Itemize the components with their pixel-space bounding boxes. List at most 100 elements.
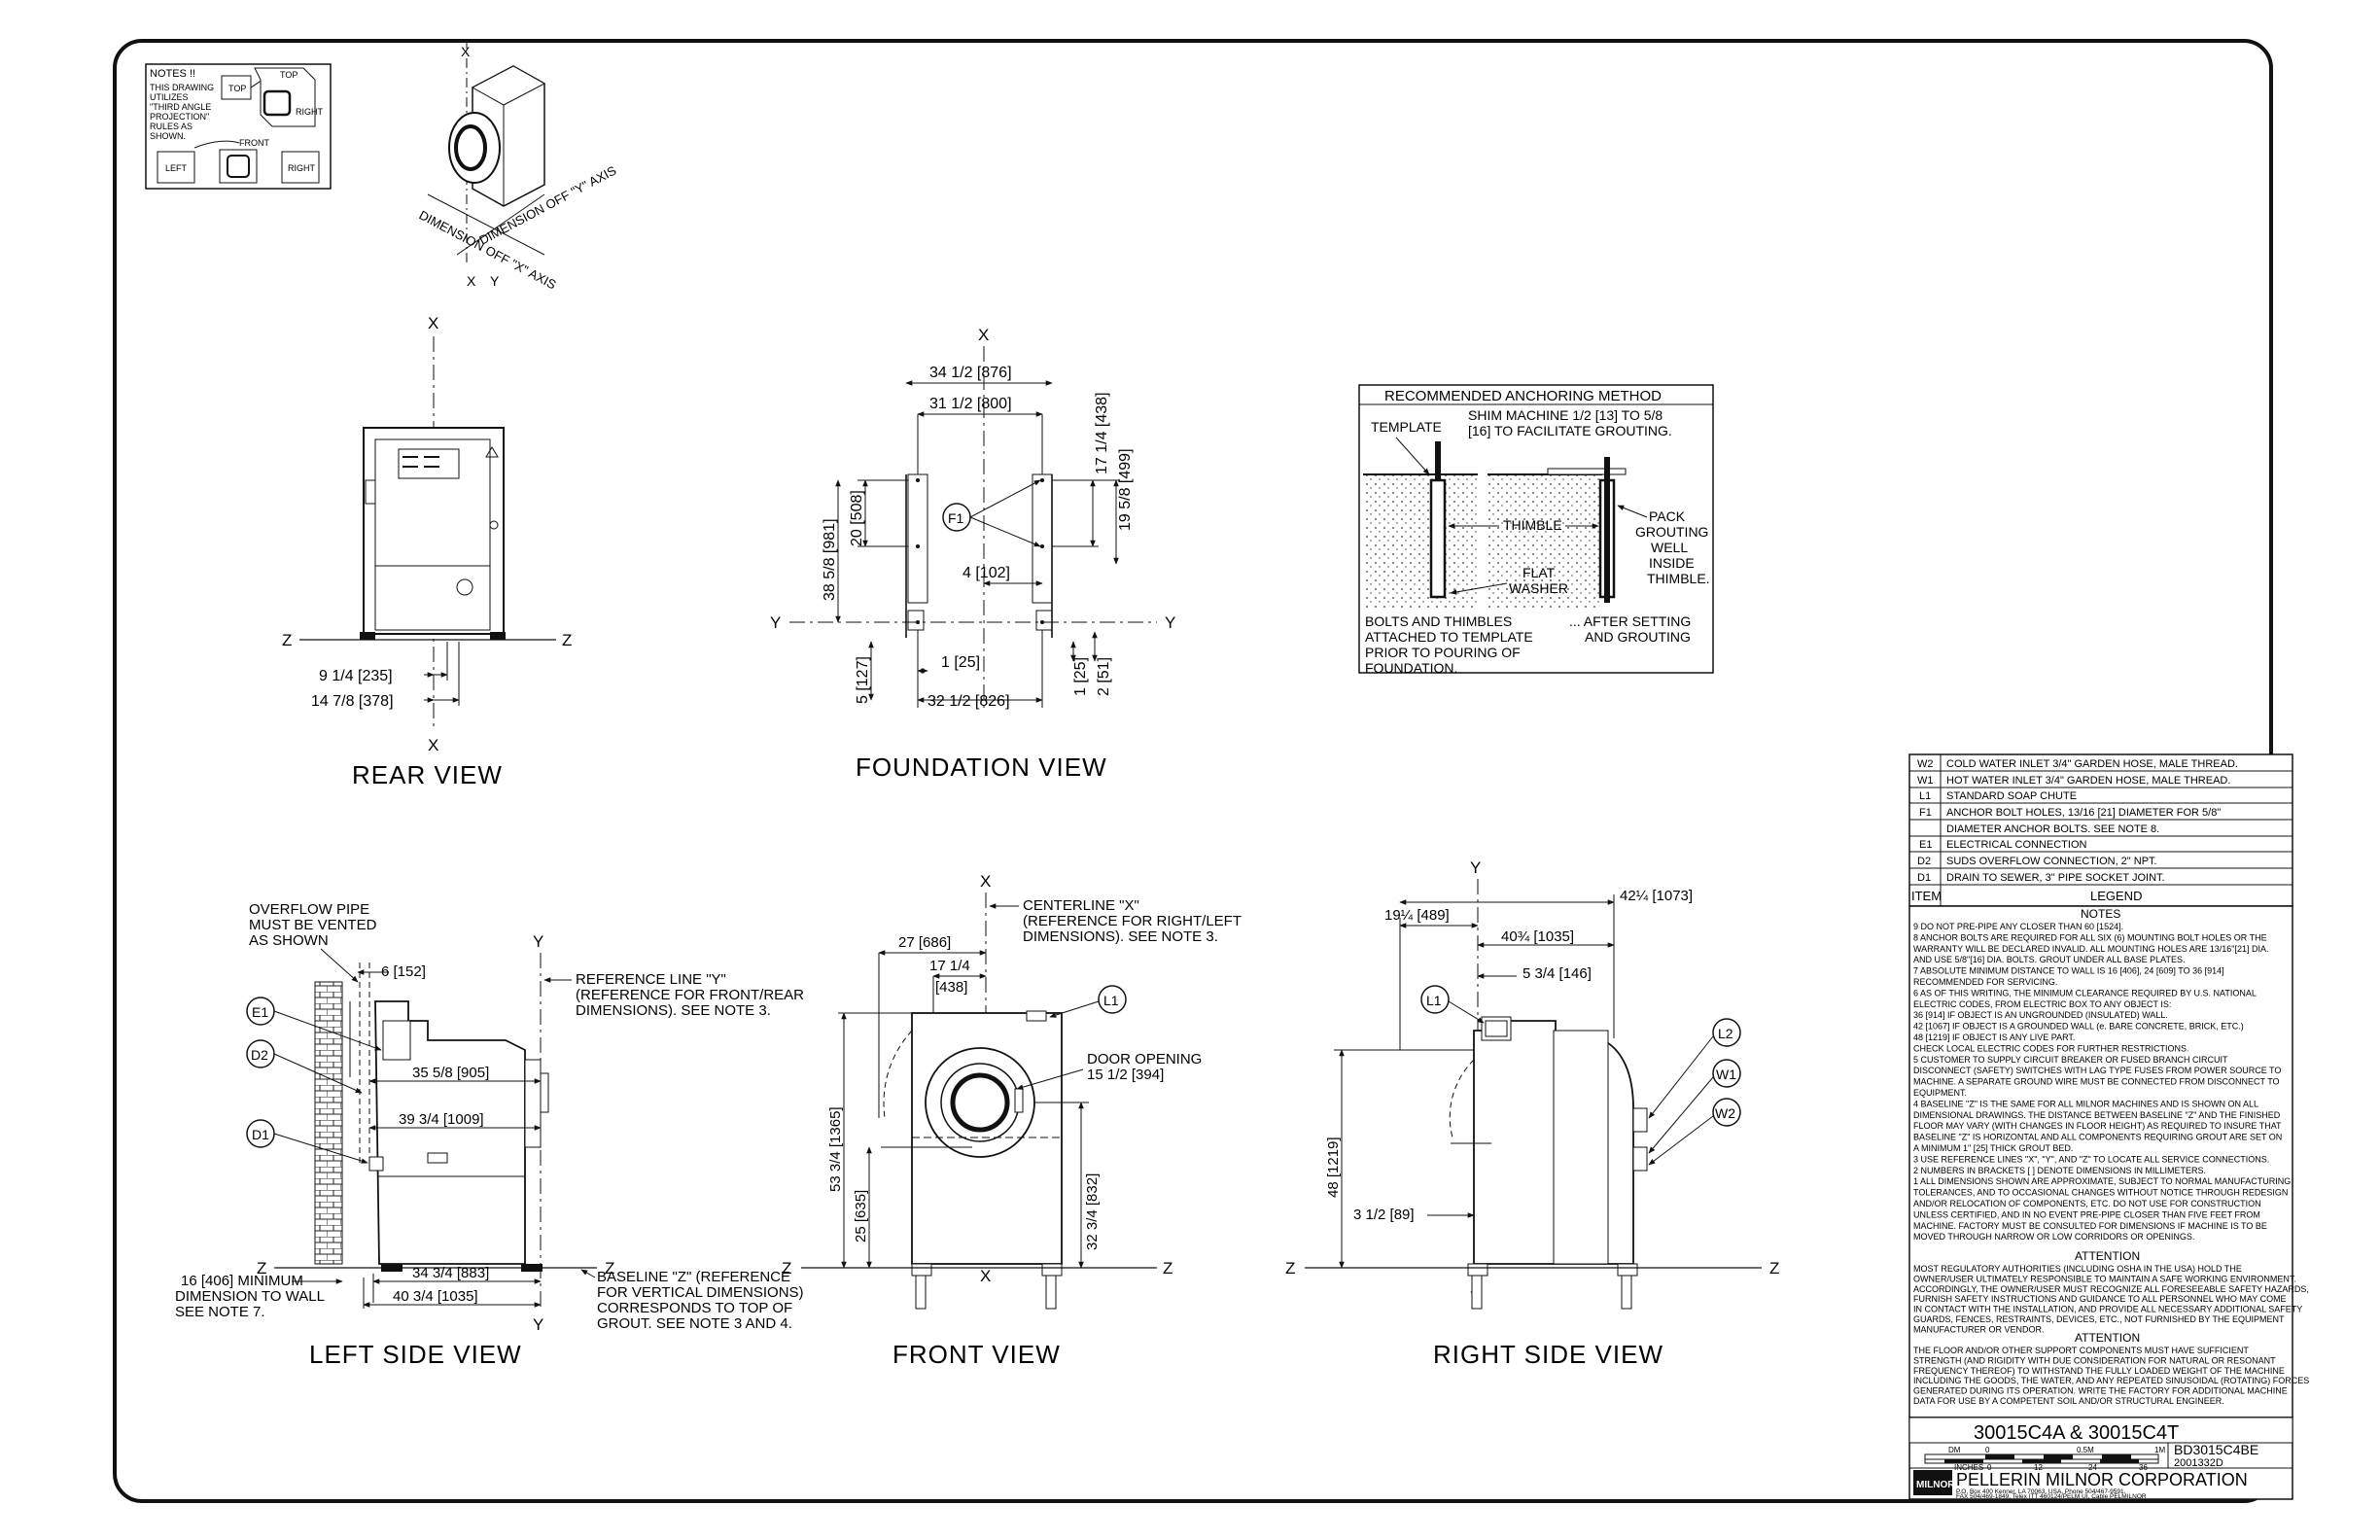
foundation-view: X Y Y F1 34 1/2 [876] 31 1/2 [800] 20 [5… [770,326,1175,782]
door-opening-label: 15 1/2 [394] [1087,1067,1164,1083]
date-code: 2001332D [2174,1457,2223,1469]
right-label: RIGHT [296,107,324,117]
overflow-note: MUST BE VENTED [249,917,377,933]
left-side-view: OVERFLOW PIPE MUST BE VENTED AS SHOWN Z … [175,901,804,1369]
dimension-label: 3 1/2 [89] [1353,1207,1415,1223]
legend-item: F1 [1919,807,1932,819]
bolts-note: PRIOR TO POURING OF [1365,645,1521,660]
note-line: MACHINE. FACTORY MUST BE CONSULTED FOR D… [1913,1221,2267,1231]
axis-x-bottom-label: X [428,736,438,754]
baseline-z-note: BASELINE "Z" (REFERENCE [597,1269,790,1285]
dimension-label: [438] [935,979,967,996]
anchoring-method-panel: RECOMMENDED ANCHORING METHOD TEMPLATE SH… [1358,384,1714,676]
y-axis-bottom-label: Y [490,273,500,289]
bolts-note: FOUNDATION. [1365,660,1457,676]
note-line: MOVED THROUGH NARROW OR LOW CORRIDORS OR… [1913,1232,2194,1242]
pack-grouting-label: GROUTING [1635,524,1708,540]
note-line: 3 USE REFERENCE LINES "X", "Y", AND "Z" … [1913,1154,2269,1164]
min-distance-note: SEE NOTE 7. [175,1304,265,1320]
right-side-view: Y Y 42¼ [1073] 19¼ [489] 40¾ [1035] 5 3/… [1285,858,1779,1369]
legend-text: COLD WATER INLET 3/4" GARDEN HOSE, MALE … [1946,758,2238,770]
pack-grouting-label: PACK [1649,508,1686,524]
notes-title: NOTES [2081,907,2120,921]
projection-note-line: PROJECTION" [150,112,209,122]
legend-text: HOT WATER INLET 3/4" GARDEN HOSE, MALE T… [1946,775,2230,787]
attention-line: FURNISH SAFETY INSTRUCTIONS AND GUIDANCE… [1913,1294,2287,1304]
dimension-label: 39 3/4 [1009] [399,1111,484,1128]
axis-x-label: X [428,314,438,332]
baseline-z-note: CORRESPONDS TO TOP OF [597,1300,792,1316]
projection-note-line: RULES AS [150,122,192,131]
note-line: FLOOR MAY VARY (WITH CHANGES IN FLOOR HE… [1913,1121,2282,1131]
attention-line: MOST REGULATORY AUTHORITIES (INCLUDING O… [1913,1264,2242,1274]
note-line: 48 [1219] IF OBJECT IS ANY LIVE PART. [1913,1032,2075,1042]
dimension-label: 34 1/2 [876] [929,365,1012,381]
note-line: DIMENSIONAL DRAWINGS. THE DISTANCE BETWE… [1913,1110,2281,1120]
note-line: RECOMMENDED FOR SERVICING. [1913,977,2057,987]
legend-text: DIAMETER ANCHOR BOLTS. SEE NOTE 8. [1946,823,2159,835]
reference-y-note: DIMENSIONS). SEE NOTE 3. [576,1002,771,1019]
scale-0-label: 0 [1985,1446,1990,1454]
legend-item: W2 [1917,758,1934,770]
callout-l1-label: L1 [1103,993,1119,1008]
dimension-label: 42¼ [1073] [1620,888,1693,904]
top-label: TOP [228,84,246,93]
projection-note-line: SHOWN. [150,131,186,141]
dimension-label: 17 1/4 [438] [1094,392,1110,474]
legend-item: L1 [1919,790,1931,802]
dimension-label: 40¾ [1035] [1501,928,1574,945]
legend-item: E1 [1919,839,1932,851]
company-address: FAX 504/469-1849, Telex ITT 460124/PELM … [1956,1493,2147,1500]
dimension-label: 1 [25] [941,654,980,671]
axis-y-top-label: Y [533,932,543,951]
scale-1m-label: 1M [2154,1446,2165,1454]
overflow-note: AS SHOWN [249,932,329,949]
thimble-label: THIMBLE [1503,517,1562,533]
front-view: X X CENTERLINE "X" (REFERENCE FOR RIGHT/… [782,872,1242,1369]
dimension-label: 2 [51] [1096,657,1112,696]
attention-line: GENERATED DURING ITS OPERATION. WRITE TH… [1913,1386,2288,1396]
attention-title: ATTENTION [2075,1331,2140,1345]
scale-i36-label: 36 [2139,1463,2148,1472]
attention-line: DATA FOR USE BY A COMPETENT SOIL AND/OR … [1913,1396,2224,1406]
callout-f1-label: F1 [948,510,964,526]
dimension-label: 14 7/8 [378] [311,693,394,710]
view-title: FRONT VIEW [892,1340,1061,1369]
flat-washer-label: WASHER [1509,580,1568,596]
reference-y-note: (REFERENCE FOR FRONT/REAR [576,987,804,1003]
company-address: P.O. Box 400 Kenner, LA 70063, USA, Phon… [1956,1488,2126,1495]
projection-note-line: UTILIZES [150,92,189,102]
view-title: LEFT SIDE VIEW [309,1340,522,1369]
axis-z-left-label: Z [782,1259,791,1278]
callout-l1 [1098,985,1127,1014]
dimension-label: 17 1/4 [929,958,970,974]
axis-isometric-graphic: X DIMENSION OFF "X" AXIS DIMENSION OFF "… [417,39,619,293]
axis-z-right-label: Z [562,631,572,649]
note-line: 9 DO NOT PRE-PIPE ANY CLOSER THAN 60 [15… [1913,922,2123,931]
baseline-z-note: FOR VERTICAL DIMENSIONS) [597,1284,804,1301]
dimension-label: 5 [127] [855,656,871,704]
note-line: A MINIMUM 1" [25] THICK GROUT BED. [1913,1143,2073,1153]
axis-y-left-label: Y [770,613,781,632]
callout-d2-label: D2 [251,1047,268,1063]
legend-item: D1 [1917,872,1931,884]
bolts-note: ATTACHED TO TEMPLATE [1365,629,1533,645]
legend-header-label: LEGEND [2090,889,2142,903]
milnor-logo-text: MILNOR [1916,1480,1955,1490]
reference-y-note: REFERENCE LINE "Y" [576,971,726,988]
attention-line: GUARDS, FENCES, RESTRAINTS, DEVICES, ETC… [1913,1314,2285,1324]
axis-x-label: X [978,326,989,344]
dimension-off-x-axis-label: DIMENSION OFF "X" AXIS [417,207,559,292]
title-block: 30015C4A & 30015C4T DM 0 0.5M 1M INCHES … [1908,1417,2293,1500]
note-line: 2 NUMBERS IN BRACKETS [ ] DENOTE DIMENSI… [1913,1166,2206,1175]
dimension-label: 31 1/2 [800] [929,396,1012,412]
note-line: 4 BASELINE "Z" IS THE SAME FOR ALL MILNO… [1913,1099,2258,1108]
legend-text: DRAIN TO SEWER, 3" PIPE SOCKET JOINT. [1946,872,2165,884]
axis-y-right-label: Y [1165,613,1175,632]
callout-w1-label: W1 [1716,1067,1736,1082]
axis-z-left-label: Z [1285,1259,1295,1278]
attention-line: FREQUENCY THEREOF) TO WITHSTAND THE FULL… [1913,1366,2285,1376]
projection-note-line: THIS DRAWING [150,83,214,92]
callout-l1-label: L1 [1426,993,1442,1008]
callout-l1 [1420,985,1450,1014]
